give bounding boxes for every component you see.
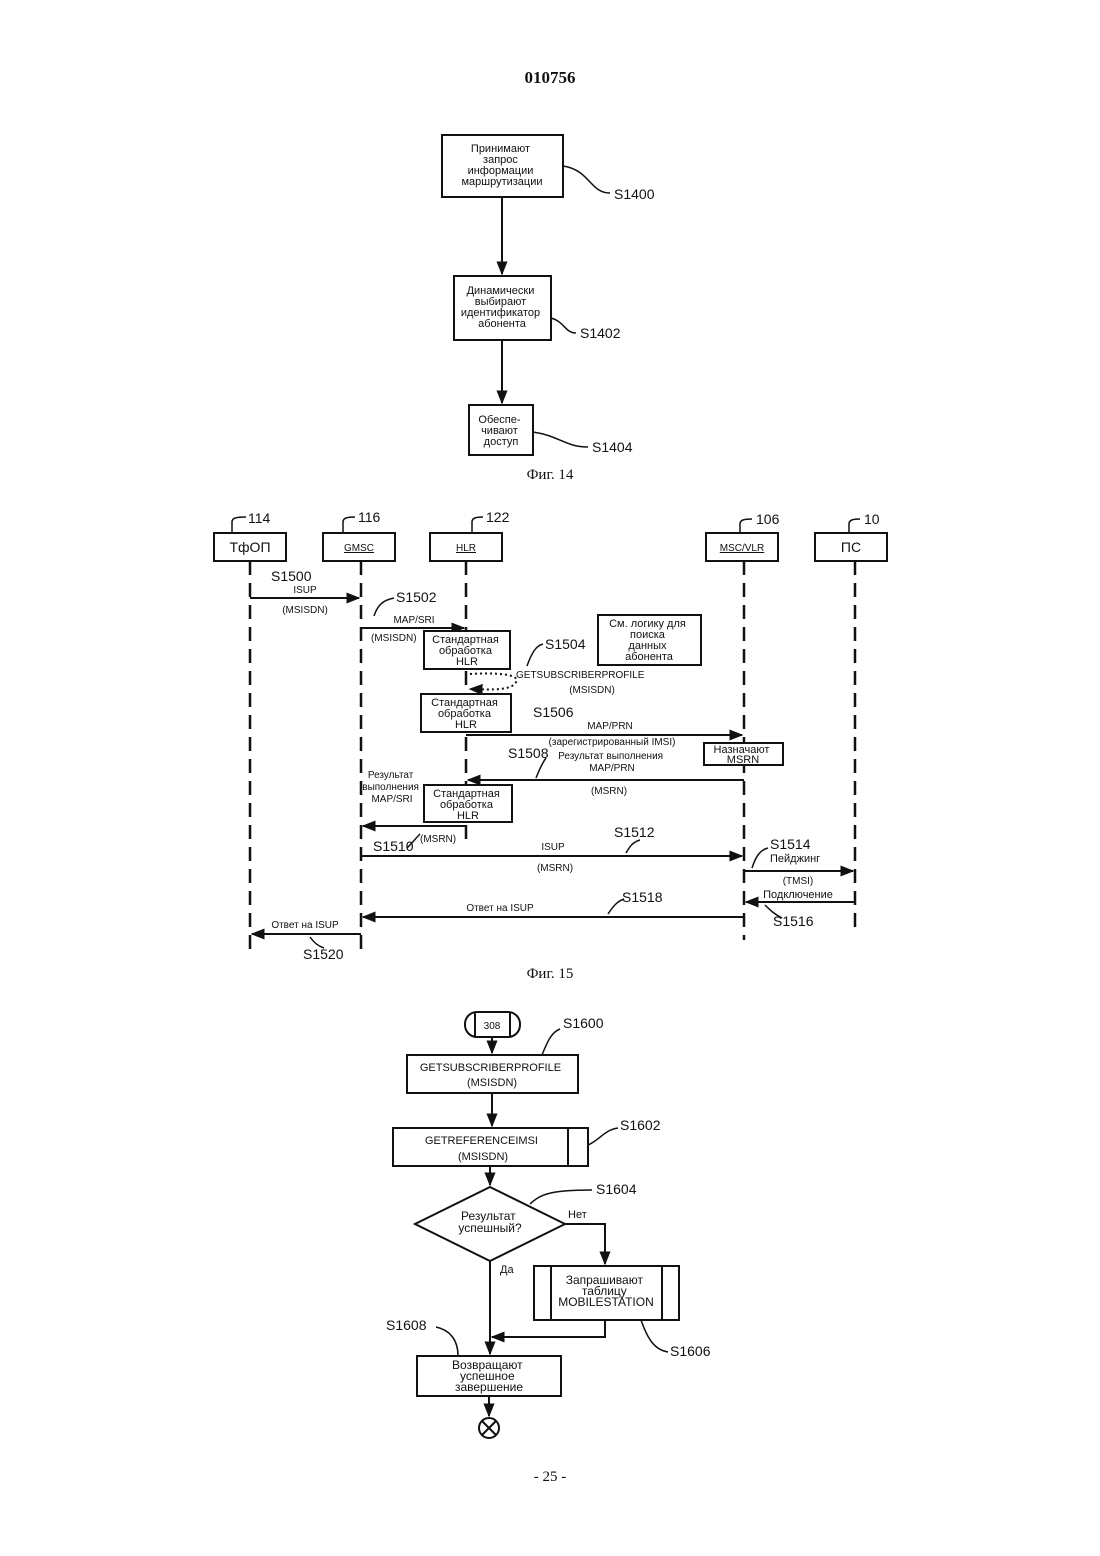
fig16-arrow-no — [565, 1224, 605, 1264]
msg-map-prn-result-param: (MSRN) — [591, 786, 627, 797]
entity-msc-vlr-label: MSC/VLR — [720, 543, 764, 554]
fig15-caption: Фиг. 15 — [527, 966, 574, 982]
page-number: - 25 - — [534, 1469, 567, 1485]
msg-isup-2-param: (MSRN) — [537, 863, 573, 874]
ref-s1602: S1602 — [620, 1117, 661, 1133]
leader-s1602 — [588, 1128, 618, 1145]
fig16-flowchart: 308 GETSUBSCRIBERPROFILE (MSISDN) S1600 … — [386, 1012, 711, 1438]
step-s1516: S1516 — [773, 913, 814, 929]
msg-map-sri-param: (MSISDN) — [371, 633, 417, 644]
step-s1520: S1520 — [303, 946, 344, 962]
msg-map-prn-param: (зарегистрированный IMSI) — [549, 737, 676, 748]
leader-s1502 — [374, 598, 394, 616]
msg-paging-param: (TMSI) — [783, 876, 814, 887]
entity-msc-vlr-leader — [740, 519, 752, 533]
step-s1512: S1512 — [614, 824, 655, 840]
leader-s1514 — [752, 848, 768, 868]
fig16-arrow-merge — [492, 1320, 605, 1337]
msg-map-prn-label: MAP/PRN — [587, 721, 633, 732]
fig14-flowchart: Принимают запрос информации маршрутизаци… — [442, 135, 655, 483]
leader-s1504 — [527, 644, 543, 666]
start-terminal-label: 308 — [484, 1021, 501, 1032]
step-s1500: S1500 — [271, 568, 312, 584]
msg-isup-1-label: ISUP — [293, 585, 317, 596]
box-return-success-text: Возвращают успешное завершение — [452, 1358, 526, 1394]
entity-gmsc-leader — [343, 517, 355, 533]
msg-getsubscriberprofile-loop — [470, 673, 517, 689]
msg-map-sri-label: MAP/SRI — [393, 615, 434, 626]
entity-msc-vlr-ref: 106 — [756, 511, 780, 527]
entity-gmsc-label: GMSC — [344, 543, 374, 554]
leader-s1604 — [530, 1190, 592, 1204]
entity-pstn-leader — [232, 517, 246, 533]
ref-s1600: S1600 — [563, 1015, 604, 1031]
msg-isup-answer-2-label: Ответ на ISUP — [271, 920, 339, 931]
fig14-leader-s1404 — [533, 432, 588, 447]
msg-map-prn-result-label: Результат выполнения MAP/PRN — [558, 751, 666, 774]
fig14-leader-s1400 — [563, 166, 610, 193]
msg-paging-label: Пейджинг — [770, 853, 820, 865]
step-s1504: S1504 — [545, 636, 586, 652]
ref-s1606: S1606 — [670, 1343, 711, 1359]
step-s1502: S1502 — [396, 589, 437, 605]
entity-hlr-ref: 122 — [486, 509, 510, 525]
msg-connect-label: Подключение — [763, 889, 833, 901]
leader-s1608 — [436, 1327, 458, 1356]
entity-hlr-leader — [472, 517, 483, 533]
leader-s1606 — [641, 1320, 668, 1352]
msg-map-sri-result-param: (MSRN) — [420, 834, 456, 845]
leader-s1600 — [542, 1029, 560, 1055]
leader-s1512 — [626, 840, 640, 853]
step-s1514: S1514 — [770, 836, 811, 852]
entity-ms-ref: 10 — [864, 511, 880, 527]
entity-gmsc-ref: 116 — [358, 509, 381, 525]
step-s1518: S1518 — [622, 889, 663, 905]
ref-s1608: S1608 — [386, 1317, 427, 1333]
msg-isup-2-label: ISUP — [541, 842, 565, 853]
fig14-box-access-text: Обеспе- чивают доступ — [478, 414, 523, 448]
msg-isup-1-param: (MSISDN) — [282, 605, 328, 616]
step-s1506: S1506 — [533, 704, 574, 720]
entity-pstn-ref: 114 — [248, 510, 271, 526]
entity-ms-label: ПС — [841, 539, 861, 555]
decision-no-label: Нет — [568, 1209, 587, 1221]
fig14-leader-s1402 — [551, 318, 576, 333]
fig14-ref-s1400: S1400 — [614, 186, 655, 202]
decision-yes-label: Да — [500, 1264, 514, 1276]
msg-isup-answer-1-label: Ответ на ISUP — [466, 903, 534, 914]
step-s1508: S1508 — [508, 745, 549, 761]
msg-getsubscriberprofile: GETSUBSCRIBERPROFILE — [516, 670, 645, 681]
fig14-ref-s1404: S1404 — [592, 439, 633, 455]
msg-getsubscriberprofile-param: (MSISDN) — [569, 685, 615, 696]
leader-s1508 — [536, 758, 546, 778]
fig14-box-receive-text: Принимают запрос информации маршрутизаци… — [461, 143, 542, 188]
msg-map-sri-result-label: Результат выполнения MAP/SRI — [362, 770, 421, 805]
entity-pstn-label: ТфОП — [229, 539, 270, 555]
fig14-caption: Фиг. 14 — [527, 467, 574, 483]
patent-number: 010756 — [525, 68, 576, 87]
fig14-ref-s1402: S1402 — [580, 325, 621, 341]
fig15-sequence-diagram: ТфОП 114 GMSC 116 HLR 122 MSC/VLR 106 ПС… — [214, 509, 887, 982]
entity-ms-leader — [849, 519, 860, 533]
decision-result-success-text: Результат успешный? — [458, 1209, 522, 1235]
entity-hlr-label: HLR — [456, 543, 476, 554]
ref-s1604: S1604 — [596, 1181, 637, 1197]
step-s1510: S1510 — [373, 838, 414, 854]
